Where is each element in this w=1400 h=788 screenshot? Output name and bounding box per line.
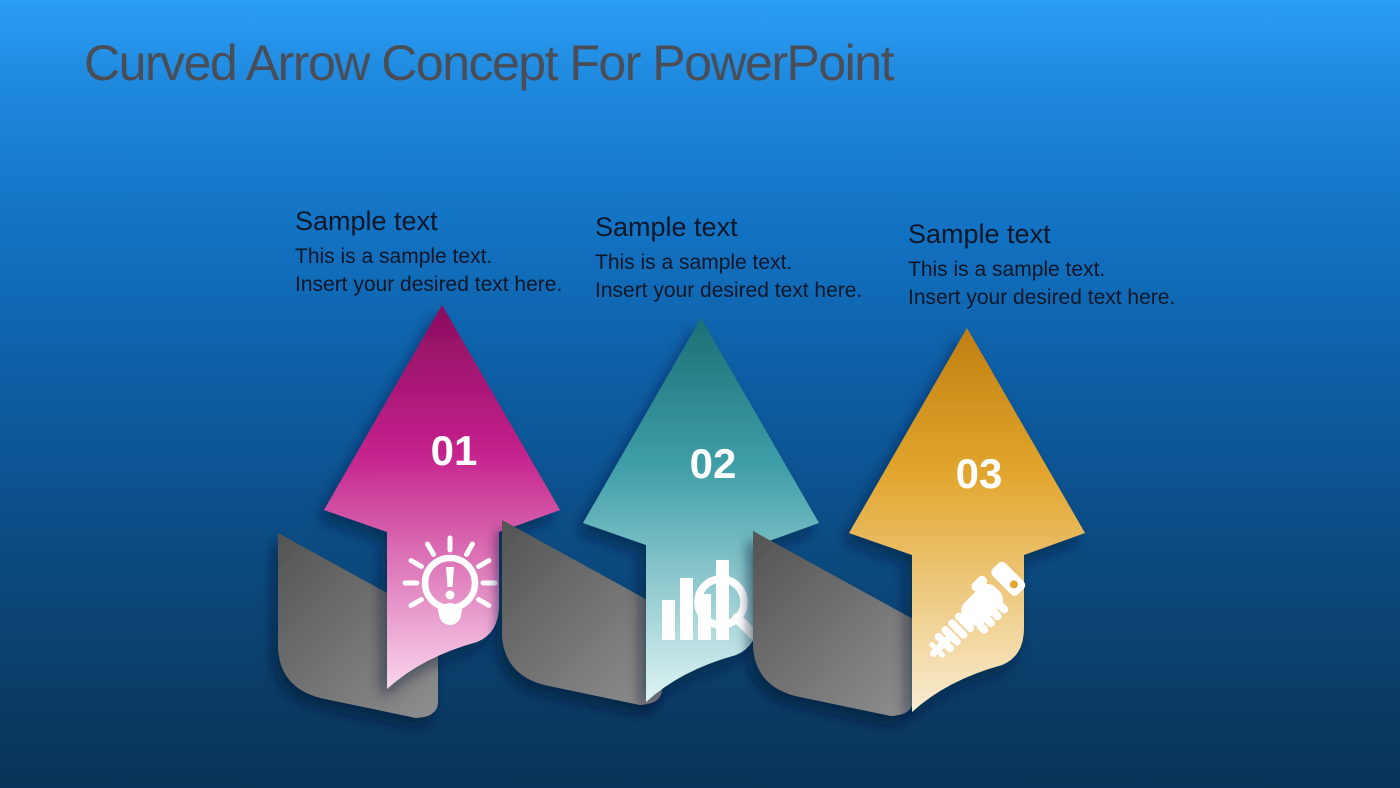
step-1-arrow[interactable]: 01 xyxy=(324,305,560,689)
caption-line-1: This is a sample text. xyxy=(595,251,793,274)
bar-chart-magnifier-icon xyxy=(662,560,761,642)
step-number: 03 xyxy=(956,450,1003,497)
ribbon-shape xyxy=(753,531,913,716)
step-2-arrow[interactable]: 02 xyxy=(583,318,819,702)
ribbon-shape xyxy=(502,520,662,705)
step-3-ribbon xyxy=(753,531,913,716)
lightbulb-exclamation-icon xyxy=(402,535,498,625)
slide-title[interactable]: Curved Arrow Concept For PowerPoint xyxy=(84,35,894,91)
step-3-arrow[interactable]: 03 xyxy=(849,328,1085,712)
step-3-caption[interactable]: Sample text This is a sample text. Inser… xyxy=(908,219,1238,312)
caption-line-2: Insert your desired text here. xyxy=(908,286,1176,309)
arrow-shape[interactable] xyxy=(849,328,1085,712)
arrow-shape[interactable] xyxy=(324,305,560,689)
step-2-caption[interactable]: Sample text This is a sample text. Inser… xyxy=(595,212,925,305)
step-2-ribbon xyxy=(502,520,662,705)
caption-line-2: Insert your desired text here. xyxy=(295,273,563,296)
step-1-caption[interactable]: Sample text This is a sample text. Inser… xyxy=(295,206,625,299)
step-number: 01 xyxy=(431,427,478,474)
caption-line-1: This is a sample text. xyxy=(908,258,1106,281)
caption-line-1: This is a sample text. xyxy=(295,245,493,268)
arrow-shape[interactable] xyxy=(583,318,819,702)
caption-heading[interactable]: Sample text xyxy=(908,219,1051,249)
caption-heading[interactable]: Sample text xyxy=(295,206,438,236)
handshake-icon xyxy=(929,561,1026,658)
caption-heading[interactable]: Sample text xyxy=(595,212,738,242)
step-number: 02 xyxy=(690,440,737,487)
caption-line-2: Insert your desired text here. xyxy=(595,279,863,302)
